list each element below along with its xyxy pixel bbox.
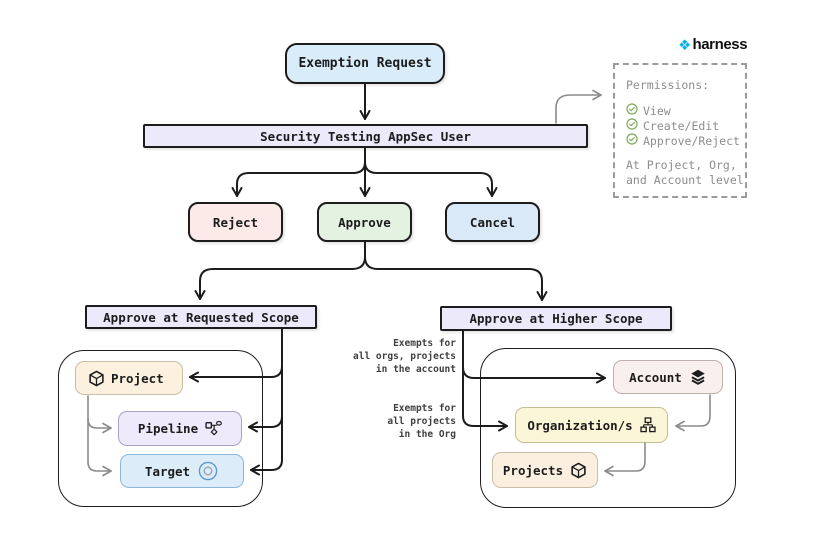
permission-item: View — [626, 103, 745, 118]
target-icon — [197, 460, 219, 482]
harness-diamond-icon: ❖ — [679, 33, 691, 55]
check-circle-icon — [626, 118, 638, 133]
node-organizations: Organization/s — [515, 407, 668, 443]
permission-label: View — [643, 103, 671, 118]
requested-scope-container — [58, 350, 263, 507]
node-label: Target — [144, 463, 191, 479]
node-project: Project — [75, 361, 183, 395]
node-label: Organization/s — [527, 417, 633, 433]
node-label: Cancel — [469, 214, 516, 230]
node-approve: Approve — [317, 202, 412, 242]
node-label: Approve at Requested Scope — [103, 309, 299, 325]
higher-scope-container — [480, 348, 736, 508]
node-label: Exemption Request — [298, 56, 432, 71]
node-target: Target — [120, 454, 244, 488]
harness-logo: ❖ harness — [679, 33, 748, 55]
node-reject: Reject — [188, 202, 283, 242]
brand-name: harness — [692, 36, 748, 53]
permissions-footer: At Project, Org, and Account level — [626, 158, 744, 187]
cube-icon — [570, 462, 587, 479]
permissions-panel: Permissions: View Create/Edit Approve/Re… — [613, 63, 747, 198]
annotation-exempt-account: Exempts for all orgs, projects in the ac… — [353, 338, 456, 375]
org-chart-icon — [640, 417, 656, 433]
layers-icon — [689, 368, 707, 386]
node-approve-higher-scope: Approve at Higher Scope — [440, 306, 672, 331]
node-label: Approve — [338, 214, 391, 230]
annotation-exempt-org: Exempts for all projects in the Org — [387, 403, 456, 440]
node-exemption-request: Exemption Request — [285, 43, 445, 84]
node-projects: Projects — [492, 452, 598, 488]
node-pipeline: Pipeline — [118, 411, 242, 446]
node-approve-requested-scope: Approve at Requested Scope — [85, 305, 317, 329]
node-account: Account — [613, 360, 723, 394]
permission-item: Approve/Reject — [626, 133, 745, 148]
cube-icon — [88, 370, 105, 387]
permission-label: Approve/Reject — [643, 133, 740, 148]
node-cancel: Cancel — [445, 202, 540, 242]
node-label: Project — [111, 370, 164, 386]
permission-item: Create/Edit — [626, 118, 745, 133]
permission-label: Create/Edit — [643, 118, 720, 133]
permissions-title: Permissions: — [626, 78, 710, 92]
node-label: Approve at Higher Scope — [469, 311, 643, 326]
check-circle-icon — [626, 103, 638, 118]
node-appsec-user: Security Testing AppSec User — [143, 124, 588, 148]
check-circle-icon — [626, 133, 638, 148]
workflow-icon — [205, 420, 222, 437]
node-label: Reject — [212, 214, 259, 230]
node-label: Security Testing AppSec User — [260, 128, 471, 144]
node-label: Projects — [502, 462, 564, 478]
node-label: Pipeline — [137, 421, 199, 436]
node-label: Account — [629, 369, 682, 385]
